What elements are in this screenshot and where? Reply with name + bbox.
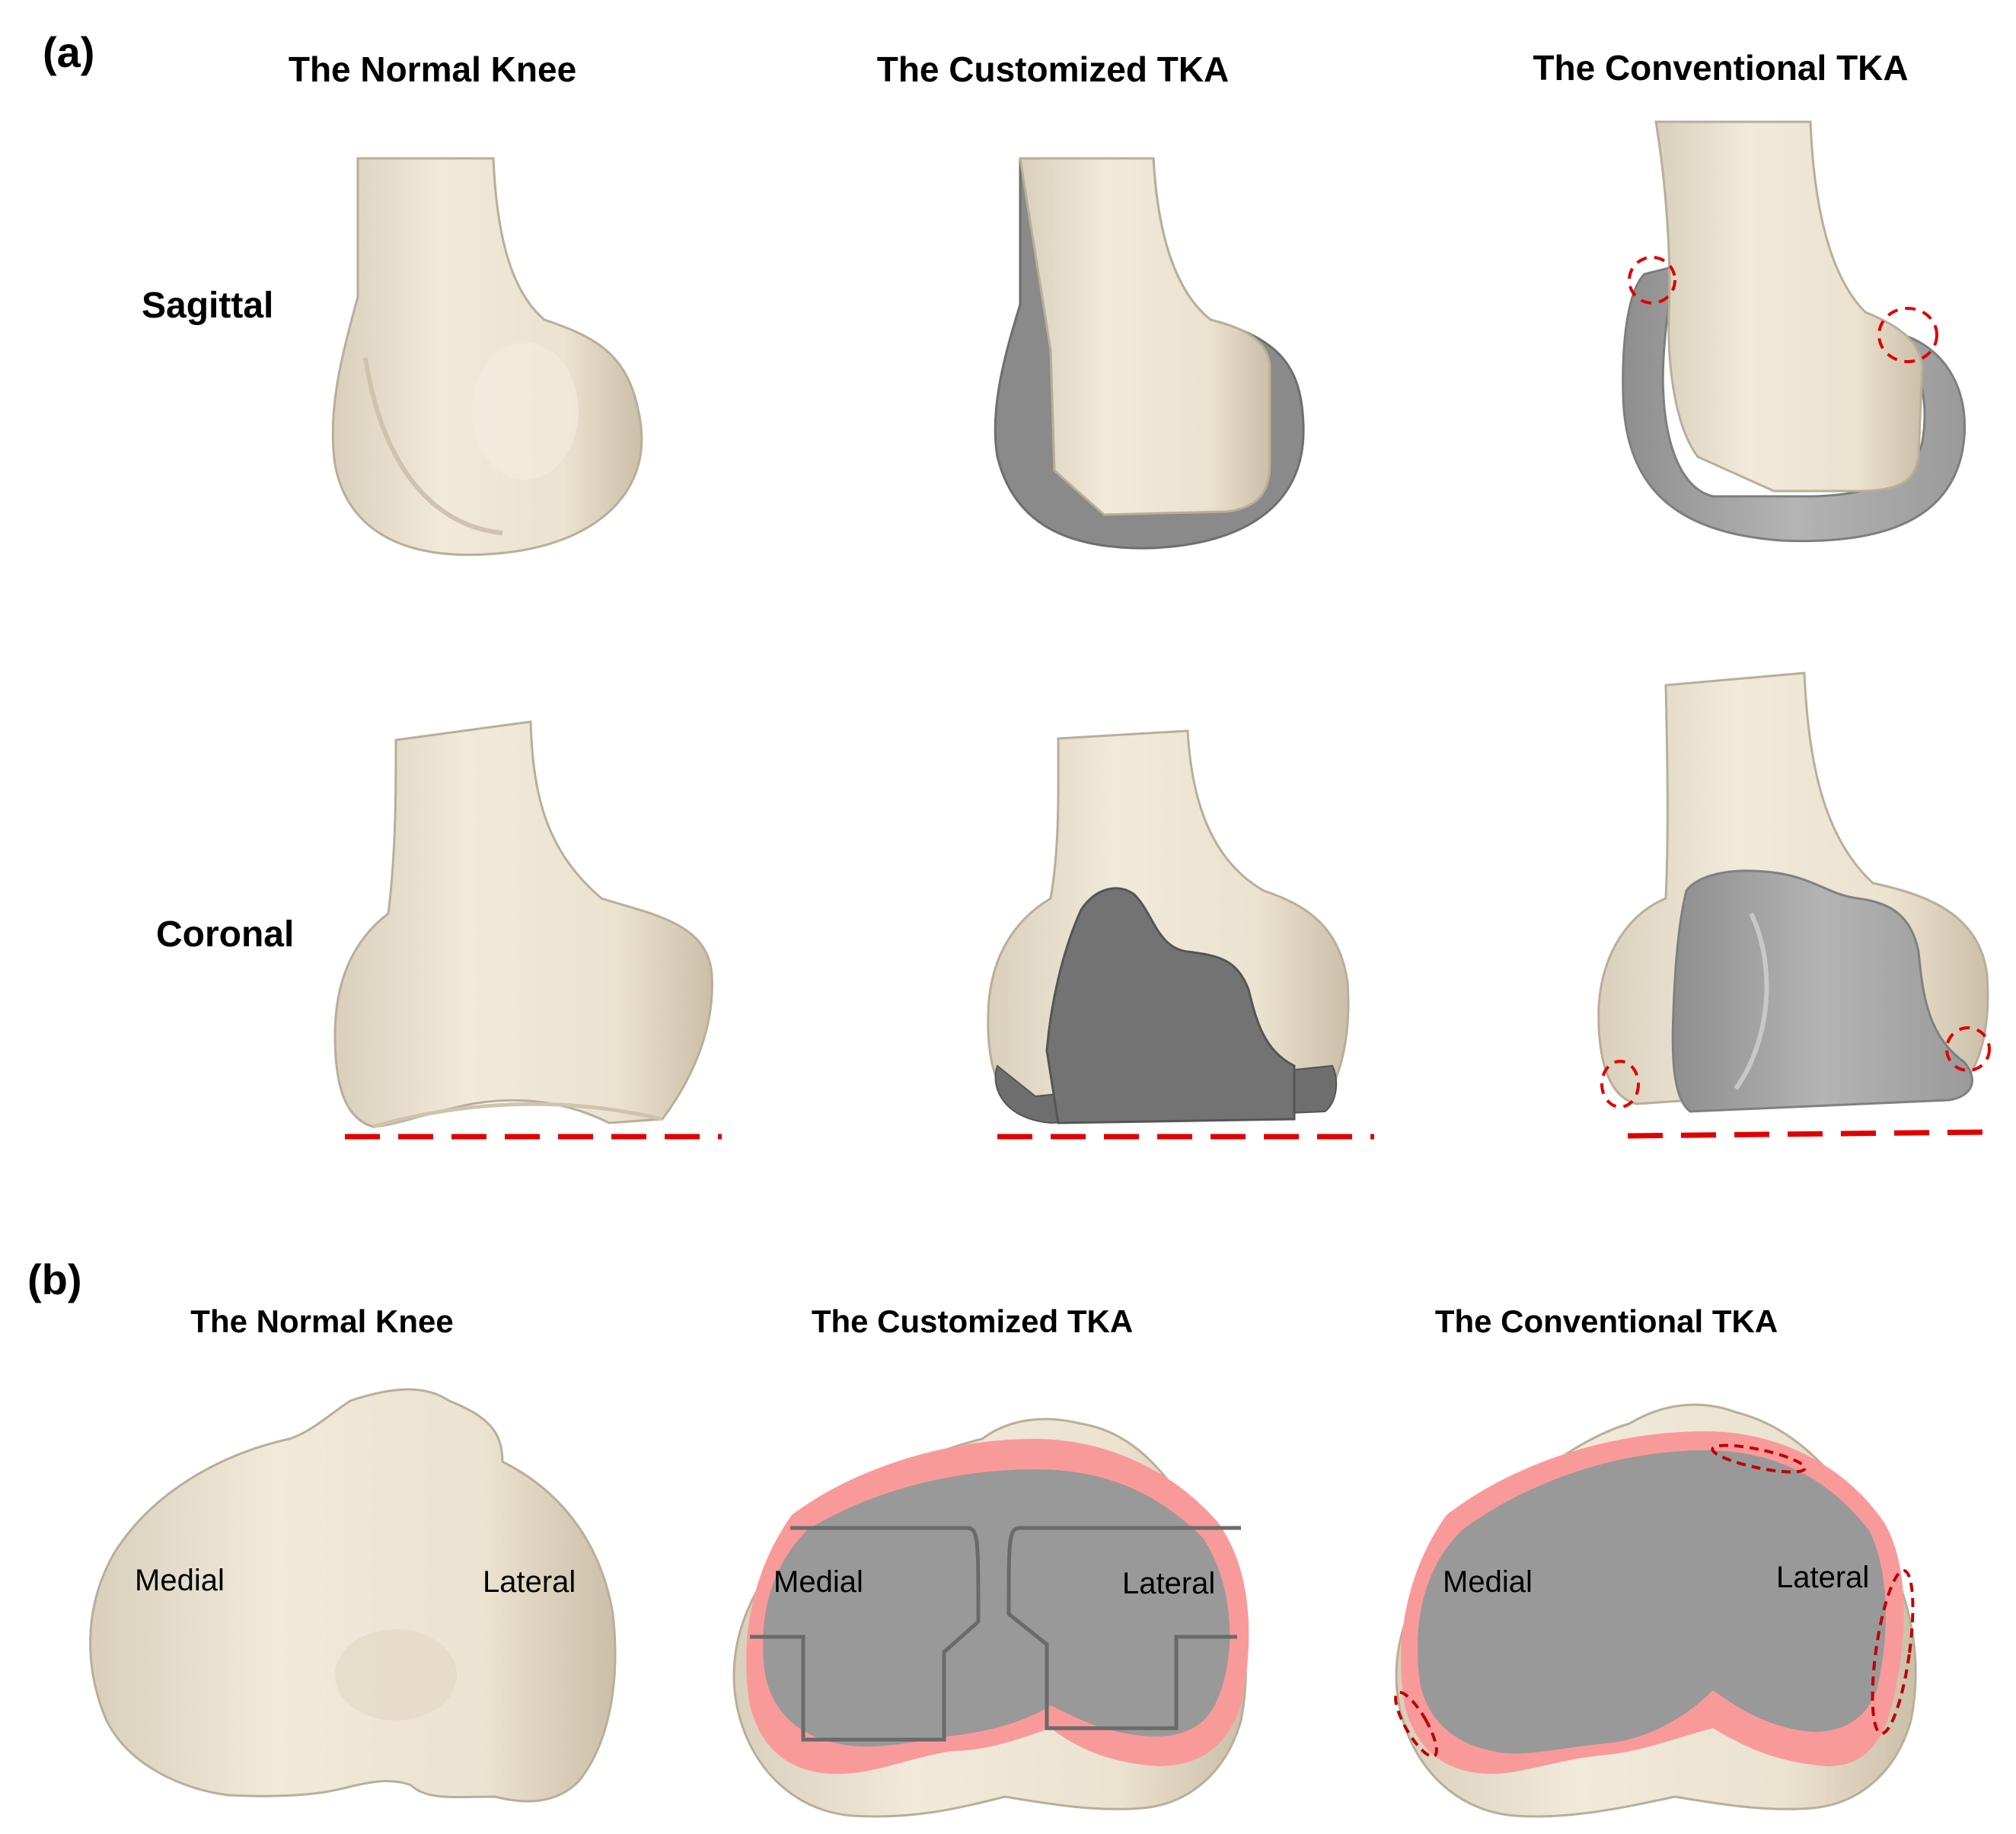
- panel-a-title-normal: The Normal Knee: [288, 49, 577, 89]
- sagittal-conventional-femur: [1622, 120, 1967, 543]
- panel-a-title-customized: The Customized TKA: [876, 49, 1230, 89]
- tibia-normal: [89, 1388, 617, 1803]
- normal-medial-label: Medial: [135, 1564, 225, 1597]
- sagittal-customized-femur: [994, 157, 1305, 550]
- conventional-lateral-label: Lateral: [1776, 1561, 1870, 1594]
- panel-a-label: (a): [43, 28, 95, 76]
- customized-lateral-label: Lateral: [1122, 1567, 1216, 1600]
- coronal-conventional-femur: [1597, 671, 1991, 1139]
- coronal-customized-femur: [987, 729, 1374, 1140]
- tibia-conventional: [1394, 1403, 1917, 1818]
- tibia-customized: [732, 1418, 1249, 1818]
- conventional-medial-label: Medial: [1443, 1565, 1533, 1599]
- panel-b-title-normal: The Normal Knee: [190, 1303, 454, 1339]
- normal-lateral-label: Lateral: [483, 1565, 576, 1599]
- panel-b-label: (b): [27, 1255, 82, 1303]
- coronal-normal-femur: [333, 720, 722, 1140]
- sagittal-normal-femur: [331, 157, 643, 557]
- panel-a-title-conventional: The Conventional TKA: [1533, 48, 1909, 88]
- customized-medial-label: Medial: [774, 1565, 863, 1599]
- panel-b-title-customized: The Customized TKA: [811, 1303, 1134, 1339]
- row-label-coronal: Coronal: [156, 914, 295, 955]
- row-label-sagittal: Sagittal: [142, 285, 274, 326]
- panel-b-title-conventional: The Conventional TKA: [1434, 1303, 1778, 1339]
